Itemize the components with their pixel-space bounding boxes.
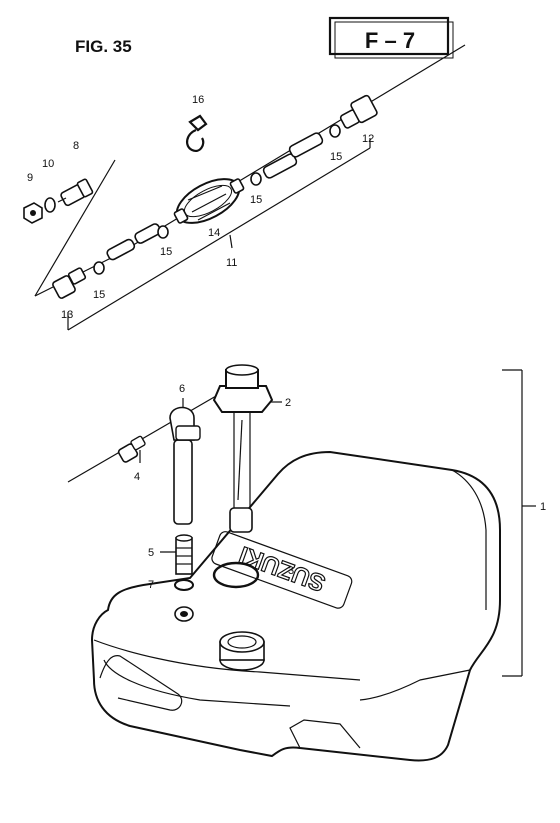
- connector-part-8: [57, 178, 94, 207]
- hose-segment: [106, 238, 136, 261]
- connector-part-12: [339, 94, 378, 129]
- label-12: 12: [362, 133, 374, 145]
- label-15: 15: [250, 194, 262, 206]
- elbow-tube-part-6: [169, 406, 201, 525]
- gauge-assembly-part-2: [212, 364, 274, 533]
- primer-bulb-part-14: [173, 178, 245, 224]
- primer-hose-assembly: [23, 94, 378, 299]
- clamp-part-15: [329, 124, 341, 138]
- label-6: 6: [179, 383, 185, 395]
- clamp-part-15: [93, 261, 105, 275]
- label-11: 11: [226, 257, 237, 269]
- hose-segment: [288, 132, 324, 158]
- section-code: F – 7: [365, 28, 415, 53]
- gasket-part-7: [174, 579, 194, 591]
- clip-part-16: [186, 114, 208, 152]
- clamp-part-15: [157, 225, 169, 239]
- label-13: 13: [61, 309, 73, 321]
- figure-label: FIG. 35: [75, 37, 132, 56]
- pipe-part-5: [175, 534, 193, 575]
- label-4: 4: [134, 471, 140, 483]
- fuel-tank-part-1: SUZUKI: [90, 450, 501, 762]
- label-8: 8: [73, 140, 79, 152]
- label-14: 14: [208, 227, 220, 239]
- hose-assembly-leaders: [34, 44, 466, 331]
- connector-part-13: [52, 267, 87, 299]
- label-7: 7: [148, 579, 154, 591]
- label-15: 15: [330, 151, 342, 163]
- section-code-box: F – 7: [328, 16, 454, 59]
- connector-part-4: [117, 435, 146, 463]
- nut-part-9: [23, 202, 43, 224]
- hose-segment: [262, 153, 298, 179]
- o-ring-part-3: [212, 561, 260, 589]
- part-number-labels: 1 2 3 4 5 6 7 8 9 10 11 12 13 14 15 15 1…: [27, 94, 546, 591]
- label-9: 9: [27, 172, 33, 184]
- label-3: 3: [288, 565, 294, 577]
- label-15: 15: [93, 289, 105, 301]
- label-16: 16: [192, 94, 204, 106]
- label-10: 10: [42, 158, 54, 170]
- label-15: 15: [160, 246, 172, 258]
- clamp-part-15: [250, 172, 262, 186]
- label-1: 1: [540, 501, 546, 513]
- washer-part-10: [44, 197, 56, 213]
- label-5: 5: [148, 547, 154, 559]
- label-2: 2: [285, 397, 291, 409]
